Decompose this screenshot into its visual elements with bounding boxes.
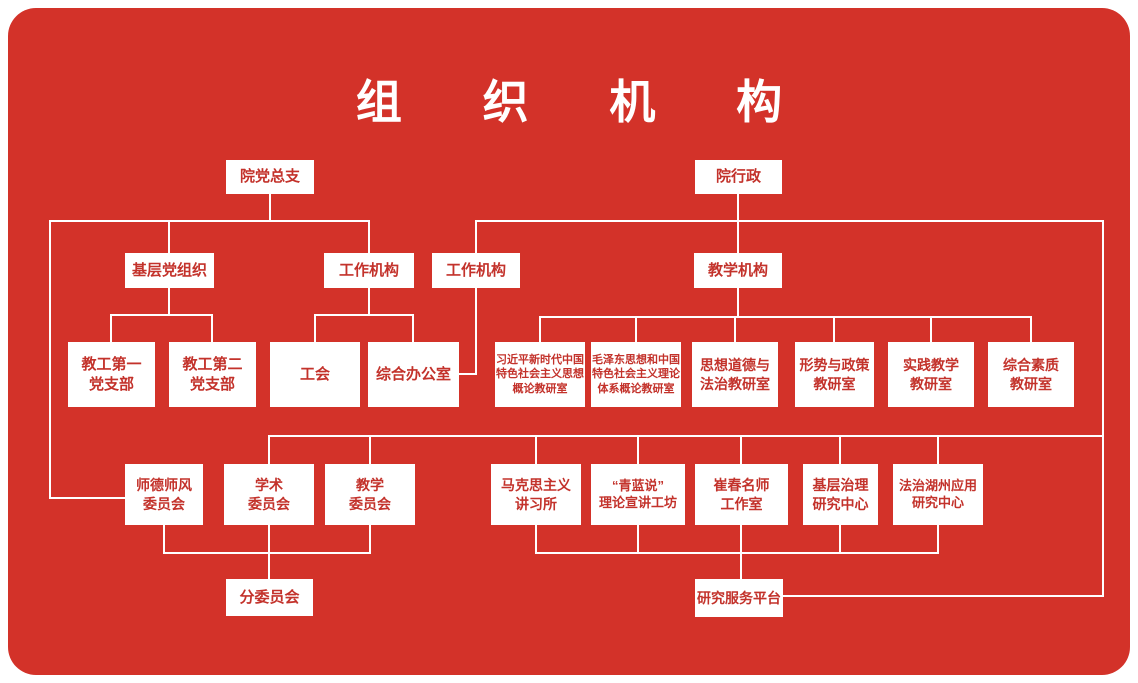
connector-line [314, 314, 414, 316]
connector-line [833, 317, 835, 342]
page-title: 组 织 机 构 [355, 76, 817, 128]
connector-line [475, 221, 477, 253]
org-box-qinglanshuo-workshop: “青蓝说” 理论宣讲工坊 [591, 464, 685, 525]
org-box-working-bodies-1: 工作机构 [324, 253, 414, 288]
connector-line [839, 525, 841, 553]
connector-line [475, 220, 1104, 222]
connector-line [412, 315, 414, 342]
connector-line [458, 373, 477, 375]
org-box-working-bodies-2: 工作机构 [432, 253, 520, 288]
org-box-research-service-platform: 研究服务平台 [695, 579, 783, 617]
connector-line [368, 288, 370, 315]
connector-line [268, 553, 270, 579]
org-box-general-office: 综合办公室 [368, 342, 459, 407]
connector-line [268, 525, 270, 553]
org-box-comprehensive-quality-office: 综合素质 教研室 [988, 342, 1074, 407]
org-box-teacher-ethics-committee: 师德师风 委员会 [125, 464, 203, 525]
connector-line [211, 315, 213, 342]
connector-line [937, 525, 939, 553]
org-box-grassroots-governance-center: 基层治理 研究中心 [803, 464, 878, 525]
connector-line [734, 317, 736, 342]
connector-line [168, 221, 170, 253]
connector-line [782, 595, 1104, 597]
org-box-mao-thought-teaching-office: 毛泽东思想和中国 特色社会主义理论 体系概论教研室 [591, 342, 681, 407]
connector-line [535, 436, 537, 464]
connector-line [268, 435, 1104, 437]
connector-line [369, 525, 371, 553]
connector-line [737, 288, 739, 317]
connector-line [314, 315, 316, 342]
connector-line [368, 221, 370, 253]
connector-line [740, 553, 742, 579]
org-box-labor-union: 工会 [270, 342, 360, 407]
connector-line [737, 193, 739, 253]
org-box-yuan-administration: 院行政 [695, 160, 782, 194]
connector-line [1102, 221, 1104, 596]
connector-line [49, 220, 370, 222]
connector-line [740, 525, 742, 553]
connector-line [539, 317, 541, 342]
connector-line [535, 525, 537, 553]
connector-line [637, 436, 639, 464]
org-box-grassroots-party-orgs: 基层党组织 [125, 253, 214, 288]
connector-line [163, 552, 371, 554]
connector-line [110, 315, 112, 342]
org-box-xi-thought-teaching-office: 习近平新时代中国 特色社会主义思想 概论教研室 [495, 342, 585, 407]
connector-line [268, 436, 270, 464]
connector-line [49, 497, 126, 499]
connector-line [535, 552, 939, 554]
org-box-situation-policy-office: 形势与政策 教研室 [795, 342, 874, 407]
connector-line [937, 436, 939, 464]
org-box-cuichun-master-studio: 崔春名师 工作室 [695, 464, 788, 525]
connector-line [930, 317, 932, 342]
org-box-ideology-rule-of-law-office: 思想道德与 法治教研室 [692, 342, 778, 407]
org-box-teaching-bodies: 教学机构 [694, 253, 782, 288]
org-box-yuan-party-committee: 院党总支 [226, 160, 314, 194]
connector-line [110, 314, 213, 316]
connector-line [1030, 317, 1032, 342]
org-box-practical-teaching-office: 实践教学 教研室 [888, 342, 974, 407]
connector-line [839, 436, 841, 464]
connector-line [539, 316, 1032, 318]
connector-line [369, 436, 371, 464]
connector-line [49, 221, 51, 498]
org-box-faculty-party-branch-1: 教工第一 党支部 [68, 342, 155, 407]
org-box-academic-committee: 学术 委员会 [224, 464, 314, 525]
connector-line [163, 525, 165, 553]
connector-line [637, 525, 639, 553]
connector-line [269, 193, 271, 221]
org-box-marxism-lecture-institute: 马克思主义 讲习所 [491, 464, 581, 525]
connector-line [740, 436, 742, 464]
org-chart-canvas: 组 织 机 构 院党总支 院行政基层党组织 工作机构工作机构 教学机构教工第一 党支部… [8, 8, 1130, 675]
org-box-teaching-committee: 教学 委员会 [325, 464, 415, 525]
connector-line [635, 317, 637, 342]
connector-line [475, 288, 477, 374]
org-box-fazhi-huzhou-center: 法治湖州应用 研究中心 [893, 464, 983, 525]
org-box-sub-committee: 分委员会 [226, 579, 313, 616]
connector-line [168, 288, 170, 315]
org-box-faculty-party-branch-2: 教工第二 党支部 [169, 342, 256, 407]
